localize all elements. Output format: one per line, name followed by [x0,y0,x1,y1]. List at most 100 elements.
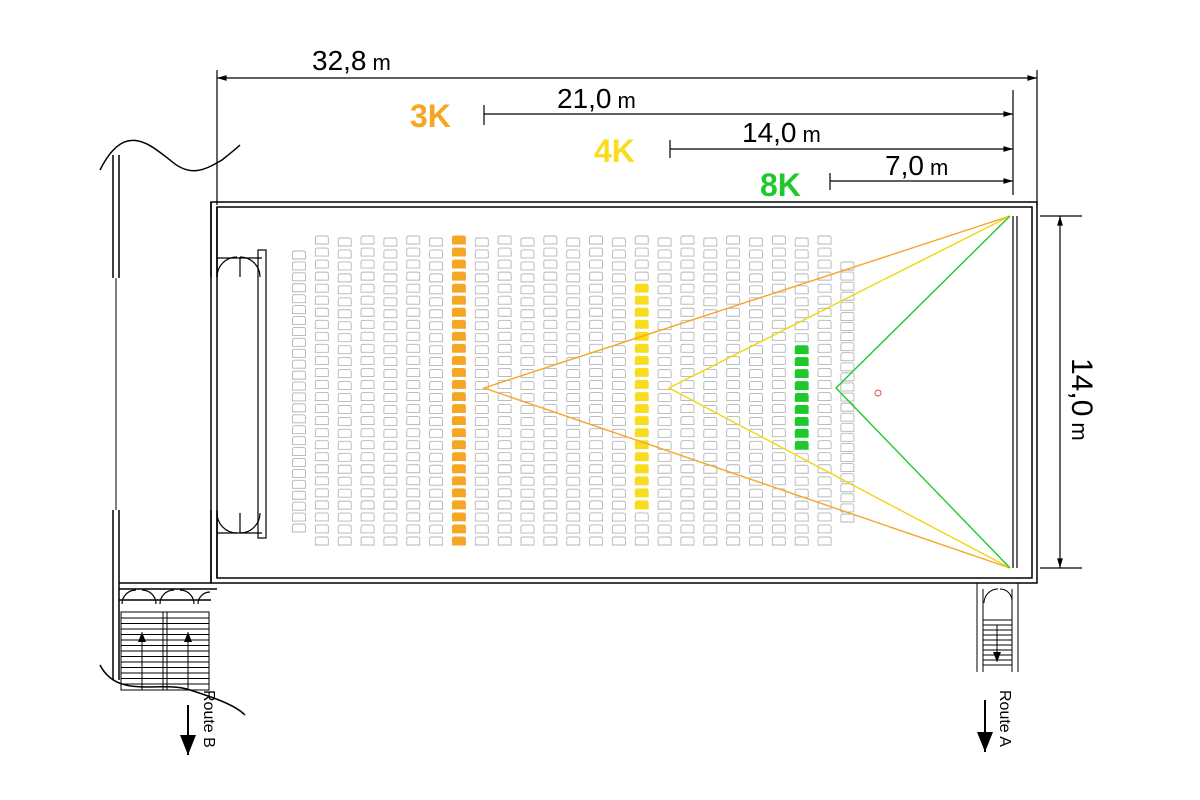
seat [817,307,832,317]
seat [406,464,421,474]
seat [337,285,352,295]
seat [429,393,444,402]
seat [611,321,626,331]
seat [429,476,444,486]
seat [680,536,695,546]
seat [611,345,626,355]
seat [657,333,672,343]
seat [589,355,603,365]
seat [634,283,649,293]
seat [680,476,695,486]
seat [840,382,855,392]
seat [749,416,763,426]
seat [771,536,786,546]
seat [771,488,786,498]
seat [817,343,832,353]
seat [611,309,626,319]
seat [589,428,603,438]
seat [292,392,306,402]
seat [520,381,535,390]
seat [406,319,421,329]
seat [726,271,741,281]
seat [497,512,512,522]
seat [840,301,855,311]
break-line-bottom [99,664,246,716]
dimension-lines [216,70,1082,569]
seat [771,464,786,474]
seat [840,311,855,321]
seat [543,404,558,414]
seat [543,524,558,534]
seat [497,319,512,329]
seat [314,476,329,486]
seat [657,524,672,534]
seat [292,370,306,380]
seat [749,488,763,498]
seat [657,416,672,426]
seat [771,307,786,317]
seat [520,333,535,343]
seat [634,512,649,522]
seat [794,381,809,390]
seat [657,237,672,247]
seat [589,416,603,426]
seat [292,458,306,467]
seat [703,428,718,438]
seat [429,512,444,522]
seat [680,235,695,245]
seat [589,259,603,269]
seat [749,249,763,259]
seat [314,428,329,438]
seat [703,381,718,390]
seat [406,500,421,510]
seat [292,501,306,511]
seat [452,355,466,365]
seat [566,273,581,283]
seat [794,261,809,271]
seat [360,367,375,377]
seat [817,404,832,414]
seat [429,345,444,355]
seat [474,416,489,426]
seat [840,513,855,523]
seat [634,319,649,329]
seat [429,381,444,390]
seat [634,367,649,377]
seat [634,380,649,389]
seat [406,440,421,450]
seat [726,259,741,269]
seat [566,261,581,271]
seat [680,440,695,450]
seat [383,524,398,534]
seat [452,343,466,353]
seat [611,512,626,522]
seat [794,524,809,534]
seat [452,440,466,450]
seat [474,237,489,247]
seat [497,259,512,269]
seat [314,464,329,474]
seat [726,488,741,498]
seat [360,452,375,462]
seat [680,488,695,498]
seat [611,237,626,247]
seat [634,404,649,414]
seat [292,403,306,413]
seat [474,536,489,546]
seat [840,342,855,352]
seat [474,476,489,486]
stairs-route-a [976,583,1019,672]
seat [817,428,832,438]
seat [680,512,695,522]
viewing-angle-4k [667,215,1011,569]
seat [452,452,466,462]
seat [589,331,603,341]
seat [634,416,649,426]
seat [474,273,489,283]
seat [726,355,741,365]
seat [840,352,855,362]
seat [292,381,306,391]
seat [634,524,649,534]
seat [680,464,695,474]
seat [657,345,672,355]
